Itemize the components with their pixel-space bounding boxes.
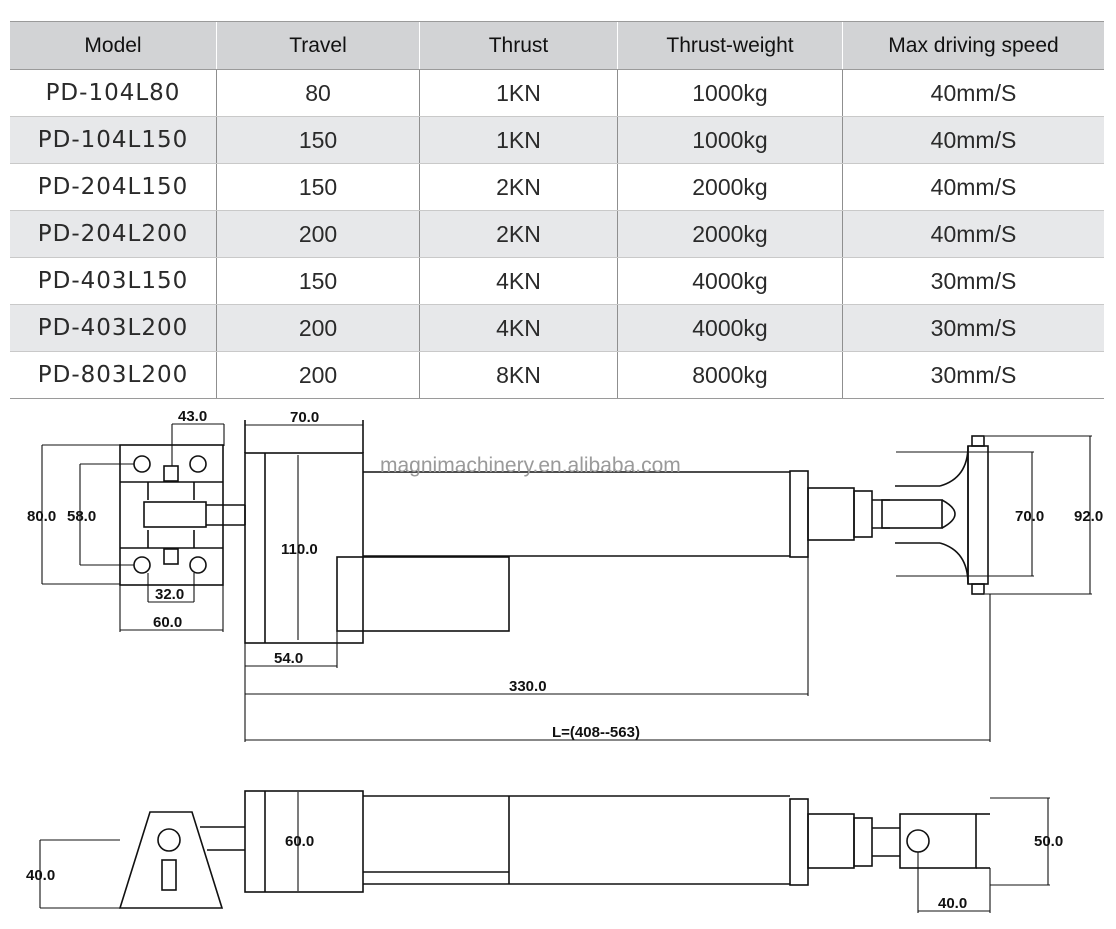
table-header-row: Model Travel Thrust Thrust-weight Max dr…: [10, 21, 1104, 70]
cell-model: PD-104L80: [10, 69, 217, 117]
col-header-model: Model: [10, 21, 217, 70]
cell-speed: 40mm/S: [842, 69, 1104, 117]
dim-label-330: 330.0: [509, 678, 547, 695]
table-row: PD-104L150 150 1KN 1000kg 40mm/S: [10, 116, 1104, 164]
left-mounting-bracket: [119, 444, 246, 586]
cell-model: PD-204L150: [10, 163, 217, 211]
cell-model: PD-204L200: [10, 210, 217, 258]
dim-label-70-right: 70.0: [1015, 508, 1044, 525]
dim-label-92: 92.0: [1074, 508, 1103, 525]
dim-label-40-bottom: 40.0: [938, 895, 967, 912]
cell-model: PD-803L200: [10, 351, 217, 399]
cell-speed: 40mm/S: [842, 210, 1104, 258]
cell-speed: 30mm/S: [842, 304, 1104, 352]
dim-label-80: 80.0: [27, 508, 56, 525]
cell-thrust-weight: 2000kg: [617, 210, 843, 258]
dim-label-32: 32.0: [155, 586, 184, 603]
table-row: PD-204L200 200 2KN 2000kg 40mm/S: [10, 210, 1104, 258]
cell-travel: 200: [216, 351, 420, 399]
rod-end: [807, 487, 956, 541]
cell-thrust: 1KN: [419, 69, 618, 117]
dim-label-length: L=(408--563): [552, 724, 640, 741]
cell-model: PD-403L150: [10, 257, 217, 305]
col-header-max-driving-speed: Max driving speed: [842, 21, 1104, 70]
dim-label-54: 54.0: [274, 650, 303, 667]
top-view-dimensions: [41, 423, 1092, 742]
table-row: PD-204L150 150 2KN 2000kg 40mm/S: [10, 163, 1104, 211]
cell-thrust: 4KN: [419, 304, 618, 352]
table-row: PD-104L80 80 1KN 1000kg 40mm/S: [10, 69, 1104, 117]
motor-housing: [244, 420, 364, 644]
watermark-text: magnimachinery.en.alibaba.com: [380, 454, 681, 477]
cell-travel: 200: [216, 210, 420, 258]
dim-label-70-top: 70.0: [290, 409, 319, 426]
cell-thrust-weight: 8000kg: [617, 351, 843, 399]
cell-thrust: 2KN: [419, 210, 618, 258]
side-view-dimensions: [39, 792, 1050, 913]
top-view: [119, 420, 989, 644]
dim-label-40-left: 40.0: [26, 867, 55, 884]
cell-model: PD-104L150: [10, 116, 217, 164]
cell-thrust-weight: 4000kg: [617, 257, 843, 305]
motor-cover: [336, 556, 510, 632]
cell-thrust: 2KN: [419, 163, 618, 211]
actuator-tube: [363, 470, 809, 558]
spec-table: Model Travel Thrust Thrust-weight Max dr…: [10, 21, 1104, 399]
cell-speed: 30mm/S: [842, 257, 1104, 305]
cell-model: PD-403L200: [10, 304, 217, 352]
cell-speed: 40mm/S: [842, 116, 1104, 164]
cell-travel: 150: [216, 163, 420, 211]
cell-speed: 30mm/S: [842, 351, 1104, 399]
cell-thrust: 8KN: [419, 351, 618, 399]
cell-travel: 150: [216, 116, 420, 164]
dim-label-50: 50.0: [1034, 833, 1063, 850]
cell-thrust: 1KN: [419, 116, 618, 164]
col-header-travel: Travel: [216, 21, 420, 70]
col-header-thrust: Thrust: [419, 21, 618, 70]
table-row: PD-803L200 200 8KN 8000kg 30mm/S: [10, 351, 1104, 399]
cell-thrust-weight: 2000kg: [617, 163, 843, 211]
dim-label-60: 60.0: [153, 614, 182, 631]
dim-label-43: 43.0: [178, 408, 207, 425]
cell-travel: 200: [216, 304, 420, 352]
cell-thrust-weight: 4000kg: [617, 304, 843, 352]
dim-label-58: 58.0: [67, 508, 96, 525]
side-bracket: [118, 811, 224, 909]
cell-travel: 80: [216, 69, 420, 117]
table-row: PD-403L150 150 4KN 4000kg 30mm/S: [10, 257, 1104, 305]
dim-label-110: 110.0: [281, 541, 318, 558]
cell-thrust: 4KN: [419, 257, 618, 305]
table-row: PD-403L200 200 4KN 4000kg 30mm/S: [10, 304, 1104, 352]
right-mounting-bracket: [895, 435, 989, 595]
col-header-thrust-weight: Thrust-weight: [617, 21, 843, 70]
cell-speed: 40mm/S: [842, 163, 1104, 211]
dim-label-60-side: 60.0: [285, 833, 314, 850]
side-view: [118, 790, 990, 909]
cell-thrust-weight: 1000kg: [617, 116, 843, 164]
cell-travel: 150: [216, 257, 420, 305]
cell-thrust-weight: 1000kg: [617, 69, 843, 117]
side-motor-housing: [244, 790, 364, 893]
